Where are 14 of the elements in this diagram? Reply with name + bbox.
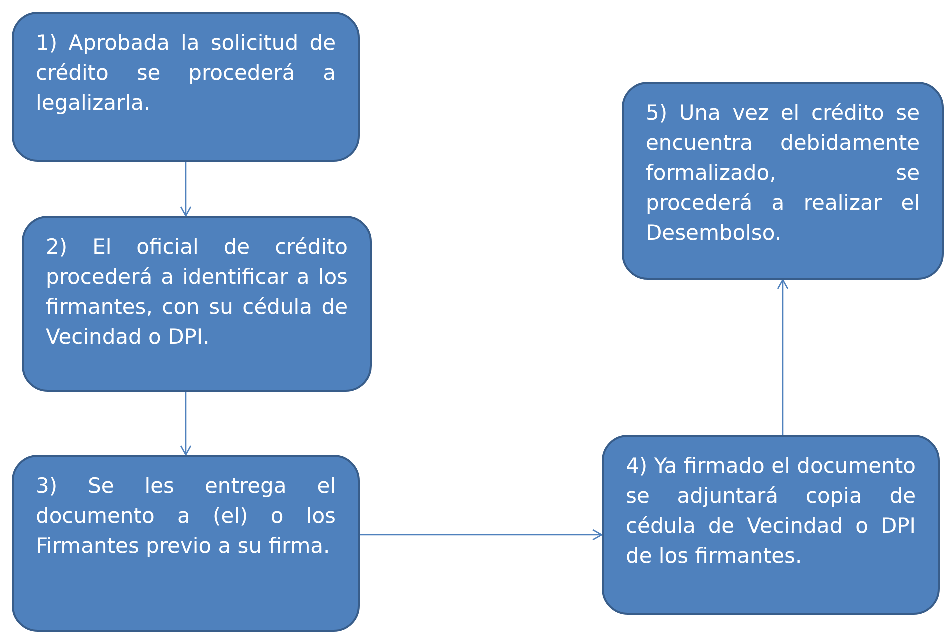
process-box [12, 12, 360, 162]
step-text: 2) El oficial de crédito procederá a identificar a los firmantes, con su cédula de Vecindad o DPI. [46, 234, 348, 351]
arrow [777, 279, 789, 435]
process-box [22, 216, 372, 392]
step-text: 3) Se les entrega el documento a (el) o los Firmantes previo a su firma. [36, 473, 336, 560]
process-box [622, 82, 944, 280]
arrow [360, 529, 603, 541]
process-box [602, 435, 940, 615]
arrow [180, 162, 192, 217]
step-text: 1) Aprobada la solicitud de crédito se procederá a legalizarla. [36, 30, 336, 117]
step-text: 5) Una vez el crédito se encuentra debidamente formalizado, se procederá a realizar el Desembolso. [646, 100, 920, 247]
process-box [12, 455, 360, 632]
step-text: 4) Ya firmado el documento se adjuntará copia de cédula de Vecindad o DPI de los firmantes. [626, 453, 916, 570]
arrow [180, 392, 192, 456]
